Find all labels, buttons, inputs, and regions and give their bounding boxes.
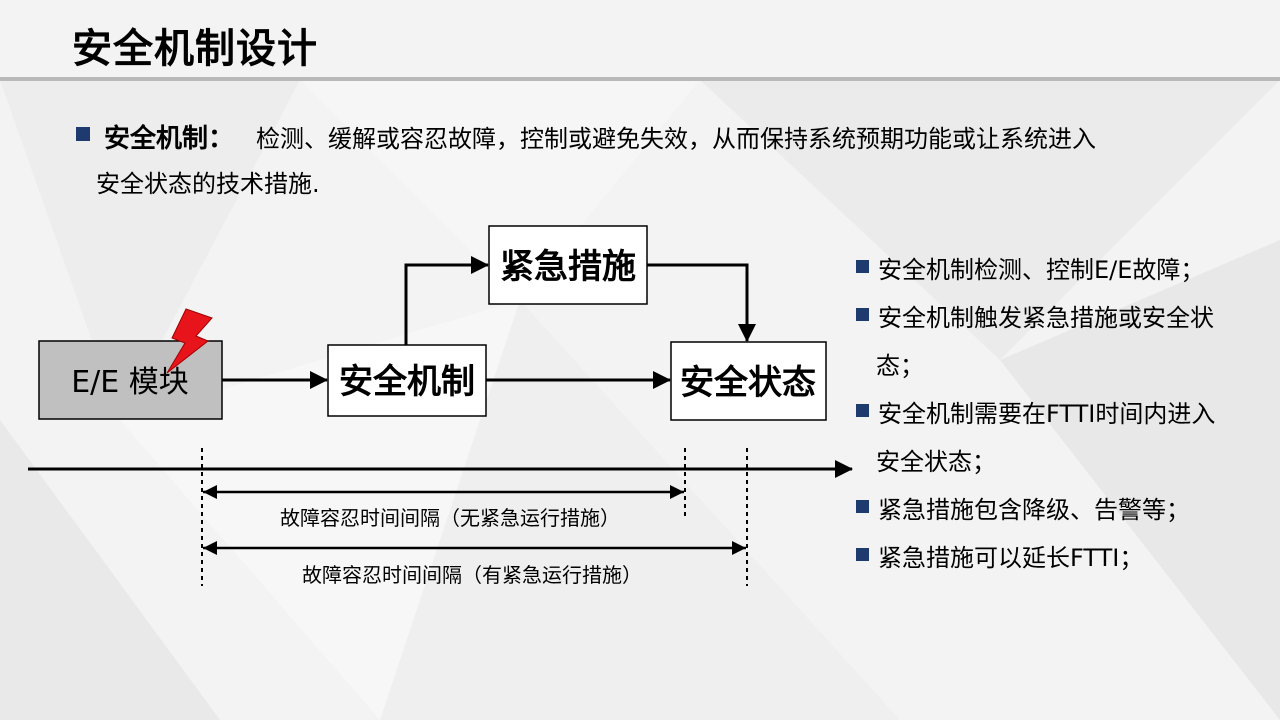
square-bullet-icon bbox=[856, 500, 869, 513]
safe-state-box bbox=[670, 341, 827, 421]
square-bullet-icon bbox=[76, 127, 90, 141]
key-points-list: 安全机制检测、控制E/E故障； 安全机制触发紧急措施或安全状 态； 安全机制需要… bbox=[856, 246, 1266, 582]
bullet-text: 紧急措施包含降级、告警等； bbox=[878, 496, 1190, 524]
list-item: 紧急措施可以延长FTTI； bbox=[856, 534, 1266, 582]
safety-mechanism-label: 安全机制 bbox=[339, 362, 475, 402]
bullet-text: 安全机制检测、控制E/E故障； bbox=[878, 256, 1205, 284]
square-bullet-icon bbox=[856, 308, 869, 321]
fault-lightning-icon bbox=[166, 308, 213, 374]
list-item: 安全机制需要在FTTI时间内进入 安全状态； bbox=[856, 390, 1266, 486]
page-title: 安全机制设计 bbox=[72, 26, 318, 72]
title-divider bbox=[0, 77, 1280, 81]
bullet-text: 紧急措施可以延长FTTI； bbox=[878, 544, 1144, 572]
definition-term: 安全机制： bbox=[104, 124, 235, 154]
definition-text-1: 检测、缓解或容忍故障，控制或避免失效，从而保持系统预期功能或让系统进入 bbox=[256, 125, 1097, 153]
bullet-text: 安全机制触发紧急措施或安全状 bbox=[878, 304, 1214, 332]
bullet-text: 安全机制需要在FTTI时间内进入 bbox=[878, 400, 1216, 428]
ftti-with-emergency-label: 故障容忍时间间隔（有紧急运行措施） bbox=[302, 563, 642, 587]
square-bullet-icon bbox=[856, 260, 869, 273]
square-bullet-icon bbox=[856, 548, 869, 561]
list-item: 安全机制检测、控制E/E故障； bbox=[856, 246, 1266, 294]
list-item: 安全机制触发紧急措施或安全状 态； bbox=[856, 294, 1266, 390]
emergency-measure-box bbox=[488, 225, 648, 305]
definition-text-2: 安全状态的技术措施. bbox=[96, 170, 320, 198]
square-bullet-icon bbox=[856, 404, 869, 417]
arrow-mechanism-to-emergency bbox=[404, 256, 489, 345]
bullet-text-continued: 态； bbox=[876, 352, 924, 380]
definition-line-1: 安全机制： 检测、缓解或容忍故障，控制或避免失效，从而保持系统预期功能或让系统进入 bbox=[104, 118, 1096, 155]
emergency-measure-label: 紧急措施 bbox=[500, 247, 636, 287]
safe-state-label: 安全状态 bbox=[680, 363, 816, 403]
ftti-without-emergency-label: 故障容忍时间间隔（无紧急运行措施） bbox=[280, 506, 620, 530]
arrow-emergency-to-state bbox=[647, 263, 756, 342]
bullet-text-continued: 安全状态； bbox=[876, 448, 996, 476]
list-item: 紧急措施包含降级、告警等； bbox=[856, 486, 1266, 534]
